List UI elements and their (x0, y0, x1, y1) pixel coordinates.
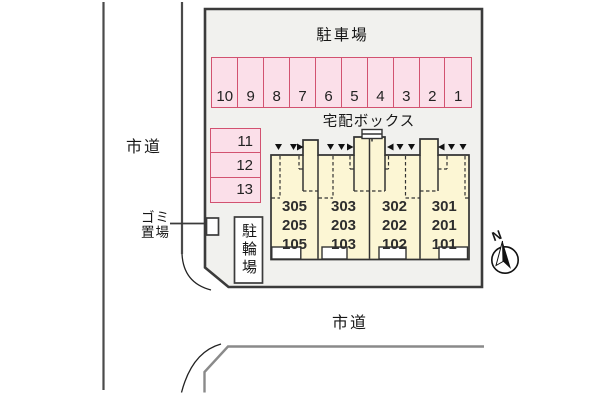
down-arrow-icon (448, 144, 455, 150)
unit-room-numbers: 302 202 102 (370, 198, 420, 256)
bottom-road-edge-line (203, 345, 484, 393)
parking-space: 13 (210, 176, 261, 203)
room-number: 201 (431, 216, 457, 234)
balcony-dashed-line (318, 156, 354, 199)
garbage-box (205, 217, 220, 236)
parking-area-label: 駐車場 (316, 27, 369, 44)
parking-space: 7 (288, 57, 317, 108)
balcony-dashed-line (438, 156, 469, 199)
down-arrow-icon (408, 144, 415, 150)
parking-space: 4 (366, 57, 395, 108)
room-number: 101 (431, 235, 457, 253)
left-arrow-icon (438, 143, 445, 151)
room-number: 203 (330, 216, 357, 234)
entrance-notch (378, 246, 407, 260)
left-arrow-icon (387, 143, 394, 151)
room-number: 305 (281, 198, 308, 215)
parking-space: 10 (211, 57, 239, 108)
room-number: 205 (281, 216, 308, 234)
parking-space: 2 (418, 57, 447, 108)
parking-space: 1 (444, 57, 472, 108)
down-arrow-icon (396, 144, 404, 150)
garbage-place-label: ゴミ 置場 (120, 210, 170, 240)
parking-space: 8 (262, 57, 291, 108)
corner-curb-curve-top (181, 253, 212, 291)
entrance-notch (438, 246, 469, 260)
parking-space: 12 (210, 152, 261, 179)
room-number: 105 (281, 235, 308, 253)
delivery-box-label: 宅配ボックス (322, 114, 416, 130)
delivery-box-icon (361, 128, 383, 142)
balcony-dashed-line (385, 156, 420, 199)
garbage-place-label-line1: ゴミ (141, 210, 170, 225)
bicycle-parking-box (233, 216, 264, 284)
room-number: 102 (381, 235, 408, 253)
unit-room-numbers: 303 203 103 (318, 198, 369, 256)
compass-icon (490, 240, 519, 275)
city-road-label-left: 市道 (125, 139, 162, 156)
city-road-label-bottom: 市道 (331, 315, 368, 332)
entrance-notch (321, 246, 348, 260)
down-arrow-icon (338, 144, 345, 150)
parking-column-side: 11 12 13 (210, 128, 261, 203)
down-arrow-icon (327, 144, 334, 150)
down-arrow-icon (459, 144, 467, 150)
garbage-place-label-line2: 置場 (141, 224, 170, 240)
parking-space: 6 (314, 57, 343, 108)
room-number: 103 (330, 235, 357, 253)
parking-row-top: 10 9 8 7 6 5 4 3 2 1 (211, 57, 472, 108)
room-number: 202 (381, 216, 408, 234)
right-arrow-icon (347, 143, 354, 151)
corner-curb-curve-bottom (180, 343, 222, 393)
down-arrow-icon (275, 144, 282, 150)
parking-space: 9 (236, 57, 265, 108)
unit-room-numbers: 301 201 101 (420, 198, 470, 256)
balcony-dashed-line (271, 156, 303, 199)
down-arrow-icon (290, 144, 297, 150)
unit-room-numbers: 305 205 105 (271, 198, 318, 256)
parking-space: 11 (210, 128, 261, 155)
parking-space: 3 (392, 57, 421, 108)
room-number: 303 (330, 198, 357, 215)
entrance-notch (271, 246, 302, 260)
room-number: 301 (431, 198, 457, 215)
bicycle-parking-label: 駐輪場 (240, 223, 257, 277)
right-arrow-icon (297, 143, 304, 151)
parking-space: 5 (340, 57, 369, 108)
room-number: 302 (381, 198, 408, 215)
